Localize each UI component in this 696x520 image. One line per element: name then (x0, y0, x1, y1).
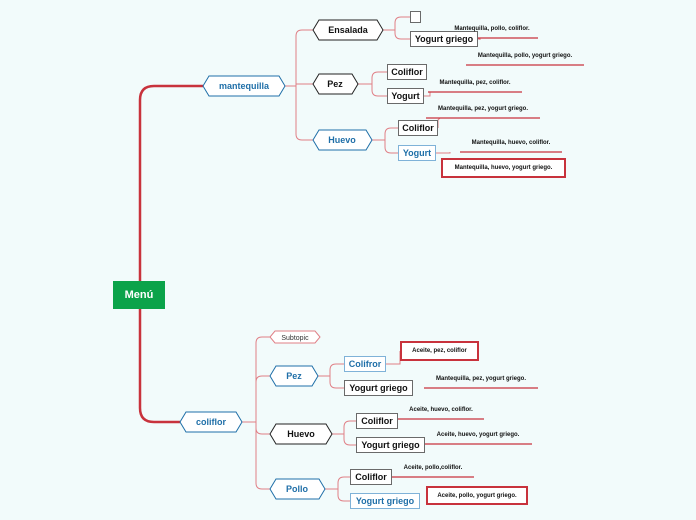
note-mantequilla-pez-yogurt: Mantequilla, pez, yogurt griego. (437, 106, 528, 112)
label-pollo: Pollo (286, 484, 309, 494)
note-aceite-pez-coliflor[interactable]: Aceite, pez, coliflor (400, 341, 479, 361)
label-mantequilla: mantequilla (219, 81, 270, 91)
label-ensalada: Ensalada (328, 25, 369, 35)
hex-pez-1 (312, 73, 359, 95)
hex-nodes (179, 19, 384, 500)
note-aceite-huevo-coliflor: Aceite, huevo, coliflor. (409, 407, 473, 413)
label-pez-2: Pez (286, 371, 302, 381)
hex-huevo-1 (312, 129, 373, 151)
note-aceite-pollo-coliflor: Aceite, pollo,coliflor. (403, 465, 463, 471)
node-coliflor-pollo[interactable]: Coliflor (350, 469, 392, 485)
label-pez-1: Pez (327, 79, 343, 89)
note-mantequilla-pollo-coliflor: Mantequilla, pollo, coliflor. (454, 26, 530, 32)
hex-pez-2 (269, 365, 319, 387)
note-mantequilla-pez-yogurt-2: Mantequilla, pez, yogurt griego. (435, 376, 526, 382)
hex-ensalada (312, 19, 384, 41)
note-mantequilla-pez-coliflor: Mantequilla, pez, coliflor. (439, 80, 511, 86)
note-aceite-huevo-yogurt: Aceite, huevo, yogurt griego. (436, 432, 520, 438)
note-mantequilla-huevo-coliflor: Mantequilla, huevo, coliflor. (471, 140, 551, 146)
hex-subtopic (269, 330, 321, 344)
hex-mantequilla (202, 75, 286, 97)
node-yogurt-pez-1[interactable]: Yogurt (387, 88, 424, 104)
node-coliflor-pez-1[interactable]: Coliflor (387, 64, 427, 80)
hex-coliflor (179, 411, 243, 433)
label-huevo-1: Huevo (328, 135, 356, 145)
label-huevo-2: Huevo (287, 429, 315, 439)
node-yogurt-griego-huevo-2[interactable]: Yogurt griego (356, 437, 425, 453)
note-mantequilla-pollo-yogurt: Mantequilla, pollo, yogurt griego. (477, 53, 573, 59)
coliflor-connectors (242, 336, 401, 502)
label-subtopic: Subtopic (281, 335, 309, 342)
note-mantequilla-huevo-yogurt[interactable]: Mantequilla, huevo, yogurt griego. (441, 158, 566, 178)
hex-huevo-2 (269, 423, 333, 445)
hex-pollo (269, 478, 326, 500)
node-yogurt-griego-ensalada[interactable]: Yogurt griego (410, 31, 478, 47)
root-node-menu[interactable]: Menú (113, 281, 165, 309)
node-coliflor-huevo-1[interactable]: Coliflor (398, 120, 438, 136)
node-yogurt-huevo-1[interactable]: Yogurt (398, 145, 436, 161)
node-colifror-pez-2[interactable]: Colifror (344, 356, 386, 372)
node-coliflor-huevo-2[interactable]: Coliflor (356, 413, 398, 429)
empty-node[interactable] (410, 11, 421, 23)
trunk-connectors (138, 84, 203, 424)
node-yogurt-griego-pollo[interactable]: Yogurt griego (350, 493, 420, 509)
note-aceite-pollo-yogurt[interactable]: Aceite, pollo, yogurt griego. (426, 486, 528, 505)
hex-labels: mantequilla Ensalada Pez Huevo coliflor … (196, 25, 369, 494)
node-yogurt-griego-pez-2[interactable]: Yogurt griego (344, 380, 413, 396)
label-coliflor: coliflor (196, 417, 226, 427)
